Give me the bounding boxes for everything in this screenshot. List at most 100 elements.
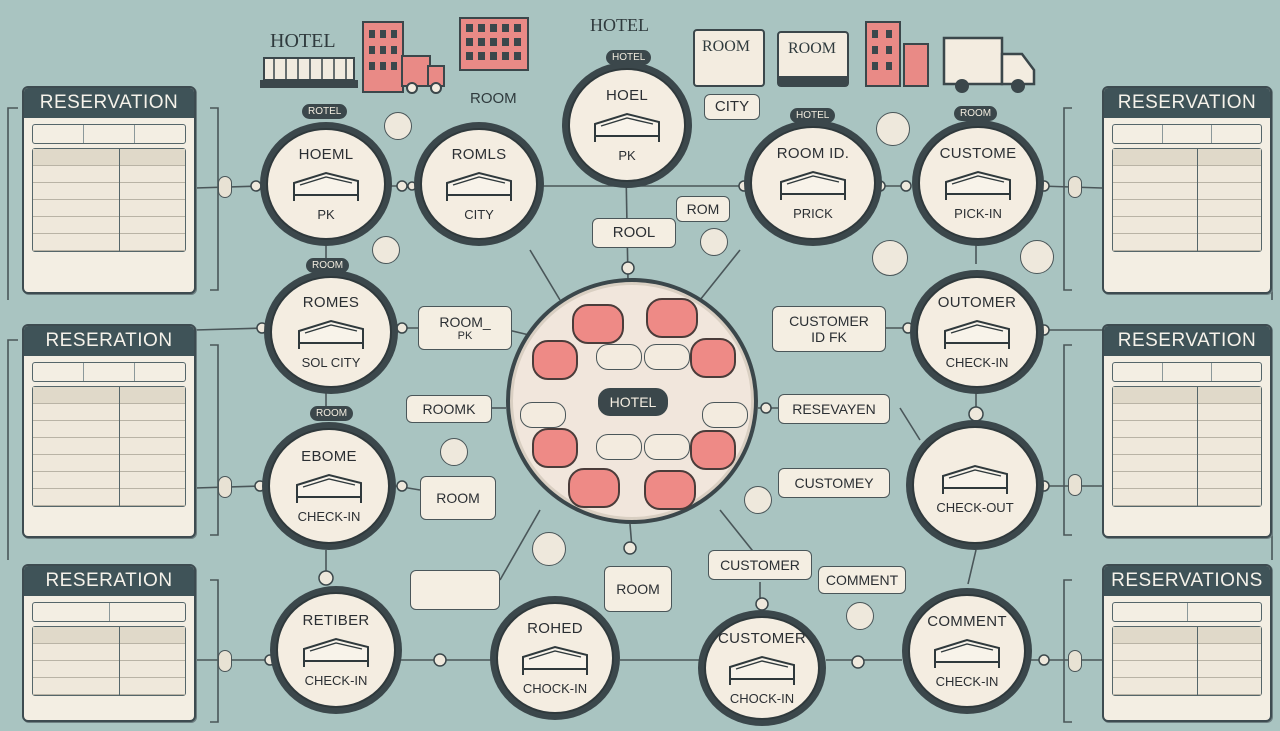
label-room-bottom[interactable]: ROOM (604, 566, 672, 612)
reservation-table (1112, 626, 1262, 696)
hub-segment-light[interactable] (644, 344, 690, 370)
hub-segment[interactable] (572, 304, 624, 344)
bed-icon (296, 473, 362, 503)
entity-romes-city[interactable]: ROMES SOL CITY (264, 270, 398, 394)
entity-rooms-city[interactable]: ROMLS CITY (414, 122, 544, 246)
reservation-panel-bottom-left[interactable]: RESERATION (22, 564, 196, 722)
entity-sub: CHOCK-IN (522, 681, 588, 696)
mini-icon (876, 112, 910, 146)
city-label-top[interactable]: CITY (704, 94, 760, 120)
bed-icon (522, 645, 588, 675)
entity-sub: SOL CITY (301, 355, 361, 370)
building-icon-right (865, 21, 929, 87)
entity-room-id[interactable]: ROOM ID. PRICK (744, 120, 882, 246)
reservation-panel-header (1112, 124, 1262, 144)
entity-ebome-check-in[interactable]: EBOME CHECK-IN (262, 422, 396, 550)
entity-body: RETIBER CHECK-IN (276, 592, 396, 708)
hub-segment[interactable] (644, 470, 696, 510)
connector-left-1 (218, 176, 232, 198)
entity-hotel-center[interactable]: HOEL PK (562, 62, 692, 188)
entity-sub: CHECK-IN (304, 673, 368, 688)
reservation-table (32, 626, 186, 696)
entity-title: OUTOMER (937, 294, 1017, 311)
entity-outomer-check-in[interactable]: OUTOMER CHECK-IN (910, 270, 1044, 394)
entity-customer-pick-in[interactable]: CUSTOME PICK-IN (912, 120, 1044, 246)
label-rool[interactable]: ROOL (592, 218, 676, 248)
bed-icon (942, 464, 1008, 494)
reservation-table (32, 148, 186, 252)
room-label-top: ROOM (470, 90, 517, 107)
reservation-panel-top-right[interactable]: RESERVATION (1102, 86, 1272, 294)
entity-title: ROMES (302, 294, 360, 311)
entity-customer-chock-in[interactable]: CUSTOMER CHOCK-IN (698, 610, 826, 726)
entity-body: ROOM ID. PRICK (750, 126, 876, 240)
mini-icon (700, 228, 728, 256)
hub-segment[interactable] (646, 298, 698, 338)
truck-icon-right (942, 36, 1036, 93)
connector-left-3 (218, 650, 232, 672)
entity-tag: HOTEL (606, 50, 652, 65)
entity-rohed-chock-in[interactable]: ROHED CHOCK-IN (490, 596, 620, 720)
entity-sub: PICK-IN (954, 206, 1002, 221)
label-roomk[interactable]: ROOMK (406, 395, 492, 423)
hub-segment-light[interactable] (596, 344, 642, 370)
reservation-panel-title: RESERATION (24, 326, 194, 356)
reservation-panel-header (1112, 602, 1262, 622)
hub-segment-light[interactable] (596, 434, 642, 460)
label-rom[interactable]: ROM (676, 196, 730, 222)
label-resevayen[interactable]: RESEVAYEN (778, 394, 890, 424)
entity-hotel-pk[interactable]: HOEML PK (260, 122, 392, 246)
hub-segment[interactable] (690, 430, 736, 470)
label-customey[interactable]: CUSTOMEY (778, 468, 890, 498)
entity-title: CUSTOMER (718, 630, 806, 647)
bed-icon (945, 170, 1011, 200)
hub-segment[interactable] (690, 338, 736, 378)
reservation-panel-header (1112, 362, 1262, 382)
label-box-blank[interactable] (410, 570, 500, 610)
mini-icon (440, 438, 468, 466)
label-customer[interactable]: CUSTOMER (708, 550, 812, 580)
entity-tag: ROOM (954, 106, 998, 121)
hub-segment-light[interactable] (520, 402, 566, 428)
label-room-pk[interactable]: ROOM_ PK (418, 306, 512, 350)
reservation-panel-title: RESERVATION (24, 88, 194, 118)
entity-sub: PRICK (793, 206, 833, 221)
entity-body: HOEL PK (568, 68, 686, 182)
entity-tag: ROTEL (302, 104, 348, 119)
entity-retiber-check-in[interactable]: RETIBER CHECK-IN (270, 586, 402, 714)
label-room-pk-line1: ROOM_ (439, 313, 491, 330)
connector-right-1 (1068, 176, 1082, 198)
label-room-mid[interactable]: ROOM (420, 476, 496, 520)
entity-sub: PK (317, 207, 335, 222)
label-room-pk-line2: PK (457, 329, 473, 342)
hub-center-label[interactable]: HOTEL (598, 388, 668, 416)
bed-icon (446, 171, 512, 201)
hub-segment-light[interactable] (644, 434, 690, 460)
entity-sub: CHECK-OUT (936, 499, 1014, 515)
hub-segment[interactable] (532, 428, 578, 468)
building-icon-center (459, 17, 529, 71)
entity-sub: CHECK-IN (297, 509, 361, 524)
central-hotel-hub[interactable]: HOTEL (506, 278, 758, 524)
reservation-panel-top-left[interactable]: RESERVATION (22, 86, 196, 294)
reservation-panel-bottom-right[interactable]: RESERVATIONS (1102, 564, 1272, 722)
reservation-panel-mid-right[interactable]: RESERVATION (1102, 324, 1272, 538)
reservation-panel-mid-left[interactable]: RESERATION (22, 324, 196, 538)
reservation-panel-title: RESERVATION (1104, 88, 1270, 118)
entity-comment-check-in[interactable]: COMMENT CHECK-IN (902, 588, 1032, 714)
entity-title: ROMLS (451, 146, 507, 163)
mini-icon (384, 112, 412, 140)
hub-segment[interactable] (568, 468, 620, 508)
hub-segment-light[interactable] (702, 402, 748, 428)
hotel-sign-center: HOTEL (590, 15, 649, 35)
bed-icon (944, 319, 1010, 349)
hub-segment[interactable] (532, 340, 578, 380)
entity-check-out[interactable]: CHECK-OUT (906, 420, 1044, 550)
label-comment[interactable]: COMMENT (818, 566, 906, 594)
reservation-panel-header (32, 602, 186, 622)
desk-icon-center (693, 29, 849, 87)
label-customer-id-fk[interactable]: CUSTOMER ID FK (772, 306, 886, 352)
reservation-panel-title: RESERVATION (1104, 326, 1270, 356)
bed-icon (298, 319, 364, 349)
